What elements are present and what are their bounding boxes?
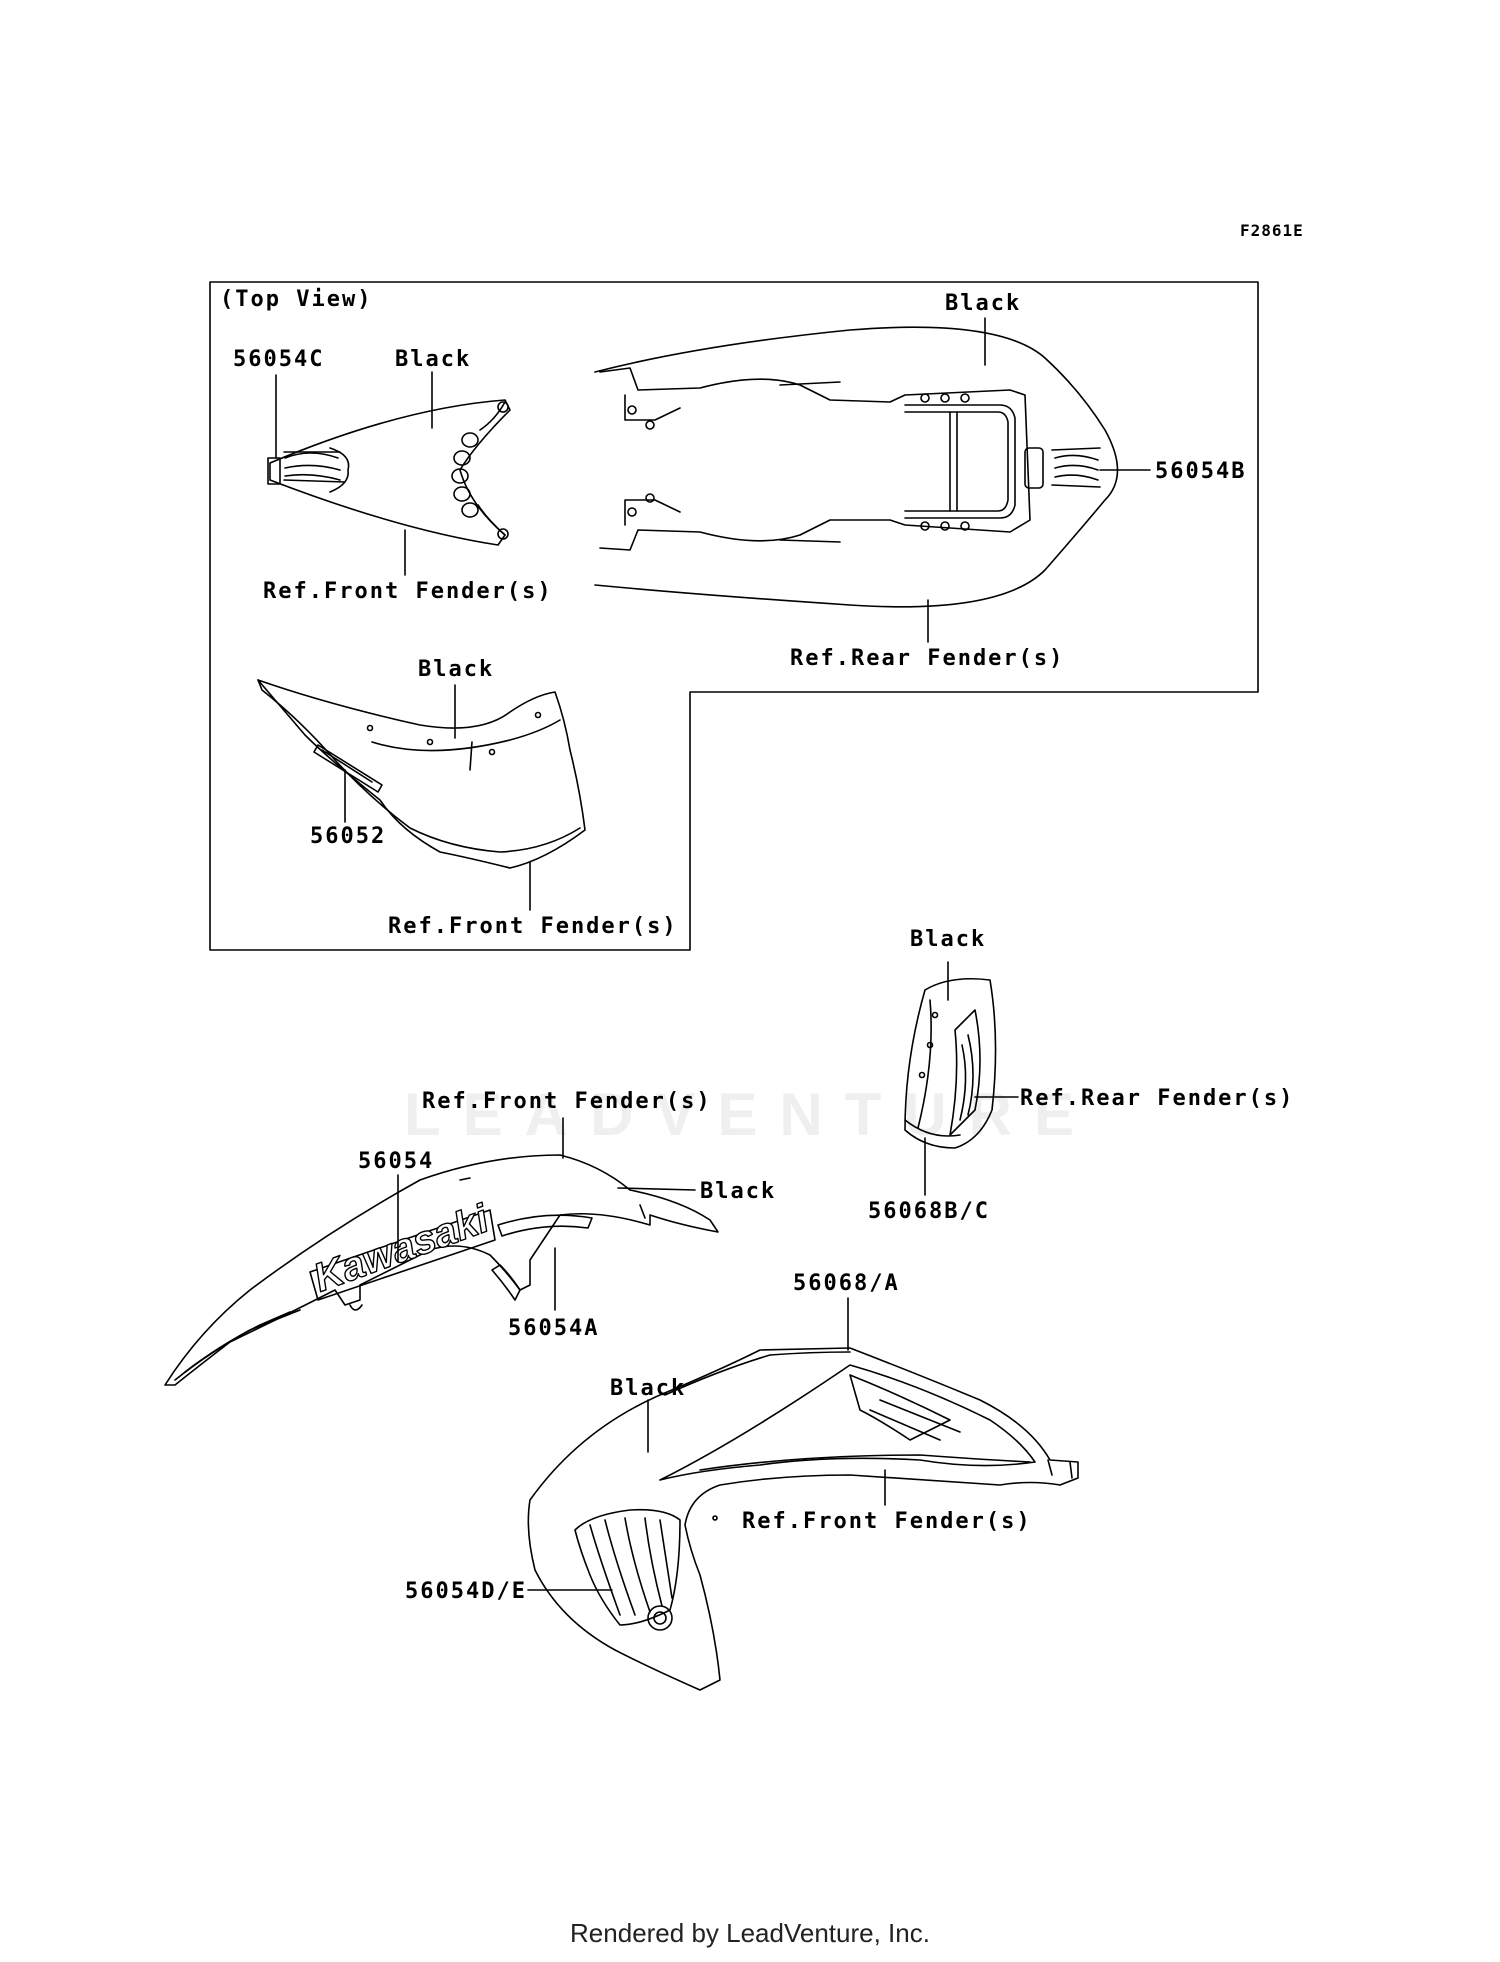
label-56068A: 56068/A — [793, 1271, 900, 1296]
label-56054B: 56054B — [1155, 459, 1246, 484]
label-black-rear-top: Black — [945, 291, 1021, 316]
label-ref-front-fender-3: Ref.Front Fender(s) — [422, 1089, 712, 1114]
label-56054C: 56054C — [233, 347, 324, 372]
front-fender-top-view — [268, 400, 510, 545]
label-black-front-top: Black — [395, 347, 471, 372]
rear-fender-small-part — [905, 979, 996, 1148]
top-view-label: (Top View) — [220, 287, 372, 312]
rear-fender-top-view — [595, 327, 1118, 607]
label-56054DE: 56054D/E — [405, 1579, 527, 1604]
label-56054A: 56054A — [508, 1316, 599, 1341]
front-fender-lower-view — [528, 1348, 1078, 1690]
front-fender-side-top-area — [258, 680, 585, 868]
kawasaki-decal-text: Kawasaki — [308, 1196, 495, 1300]
top-view-frame — [210, 282, 1258, 950]
label-ref-front-fender-2: Ref.Front Fender(s) — [388, 914, 678, 939]
label-56052: 56052 — [310, 824, 386, 849]
label-ref-front-fender-4: Ref.Front Fender(s) — [742, 1509, 1032, 1534]
footer-credit: Rendered by LeadVenture, Inc. — [570, 1918, 930, 1948]
watermark-text: LEADVENTURE — [403, 1081, 1097, 1148]
label-black-rear-small: Black — [910, 927, 986, 952]
label-black-left-fender: Black — [700, 1179, 776, 1204]
diagram-code: F2861E — [1240, 221, 1304, 240]
label-black-front-side: Black — [418, 657, 494, 682]
label-56068BC: 56068B/C — [868, 1199, 990, 1224]
label-ref-rear-fender-2: Ref.Rear Fender(s) — [1020, 1086, 1294, 1111]
leader-black-left — [618, 1188, 695, 1190]
label-ref-rear-fender-1: Ref.Rear Fender(s) — [790, 646, 1064, 671]
label-56054: 56054 — [358, 1149, 434, 1174]
label-black-lower: Black — [610, 1376, 686, 1401]
front-fender-left-view — [165, 1155, 718, 1385]
label-ref-front-fender-1: Ref.Front Fender(s) — [263, 579, 553, 604]
